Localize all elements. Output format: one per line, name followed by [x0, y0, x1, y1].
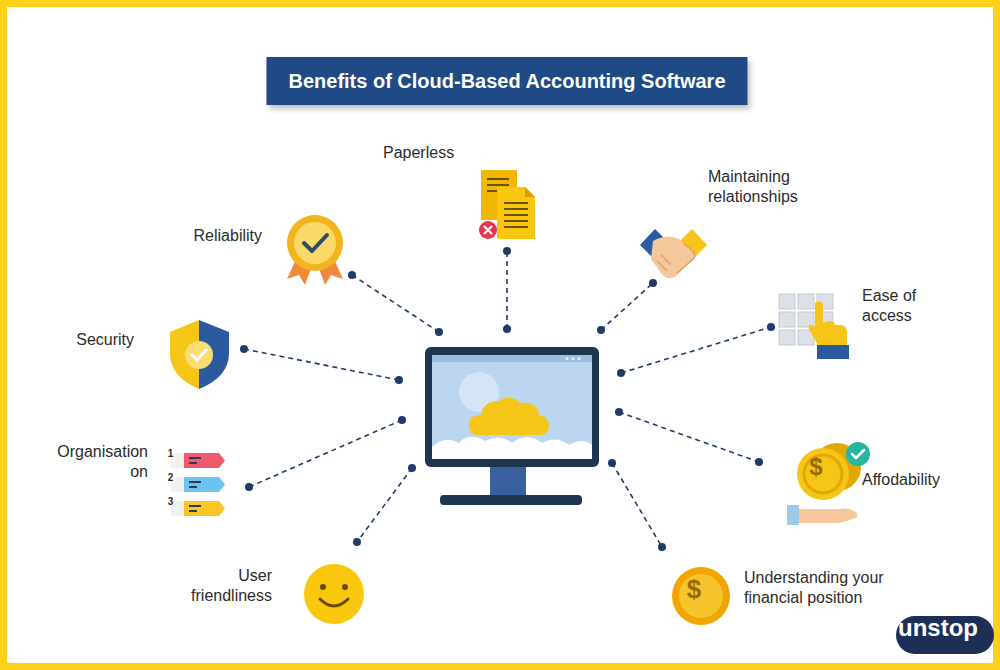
logo-text: unstop — [898, 616, 978, 640]
leader-lines — [244, 251, 771, 547]
benefit-label: Maintaining relationships — [708, 167, 820, 207]
ease-of-access-icon — [779, 294, 849, 359]
title-text: Benefits of Cloud-Based Accounting Softw… — [288, 70, 725, 92]
leader-dots — [240, 247, 775, 551]
benefit-label: Reliability — [194, 226, 262, 246]
benefit-label: Security — [76, 330, 134, 350]
smiley-icon — [304, 564, 364, 624]
coin-symbol: $ — [809, 455, 822, 479]
benefit-label: Understanding your financial position — [744, 568, 909, 608]
list-number: 1 — [168, 449, 174, 459]
benefit-label: User friendliness — [191, 566, 272, 606]
organisation-list-icon — [171, 453, 225, 516]
reliability-medal-icon — [287, 215, 343, 285]
monitor-icon — [425, 347, 599, 505]
affordability-icon — [787, 442, 870, 525]
title-box: Benefits of Cloud-Based Accounting Softw… — [266, 57, 747, 105]
handshake-icon — [640, 229, 707, 278]
list-number: 2 — [168, 473, 174, 483]
logo-badge — [896, 616, 994, 654]
paperless-icon — [479, 170, 535, 239]
benefit-label: Affodability — [862, 470, 940, 490]
coin-symbol: $ — [687, 576, 701, 602]
benefit-label: Paperless — [383, 143, 454, 163]
security-shield-icon — [170, 320, 229, 389]
list-number: 3 — [168, 497, 174, 507]
benefit-label: Ease of access — [862, 286, 946, 326]
benefit-label: Organisation on — [57, 442, 148, 482]
dollar-coin-icon — [672, 567, 730, 625]
